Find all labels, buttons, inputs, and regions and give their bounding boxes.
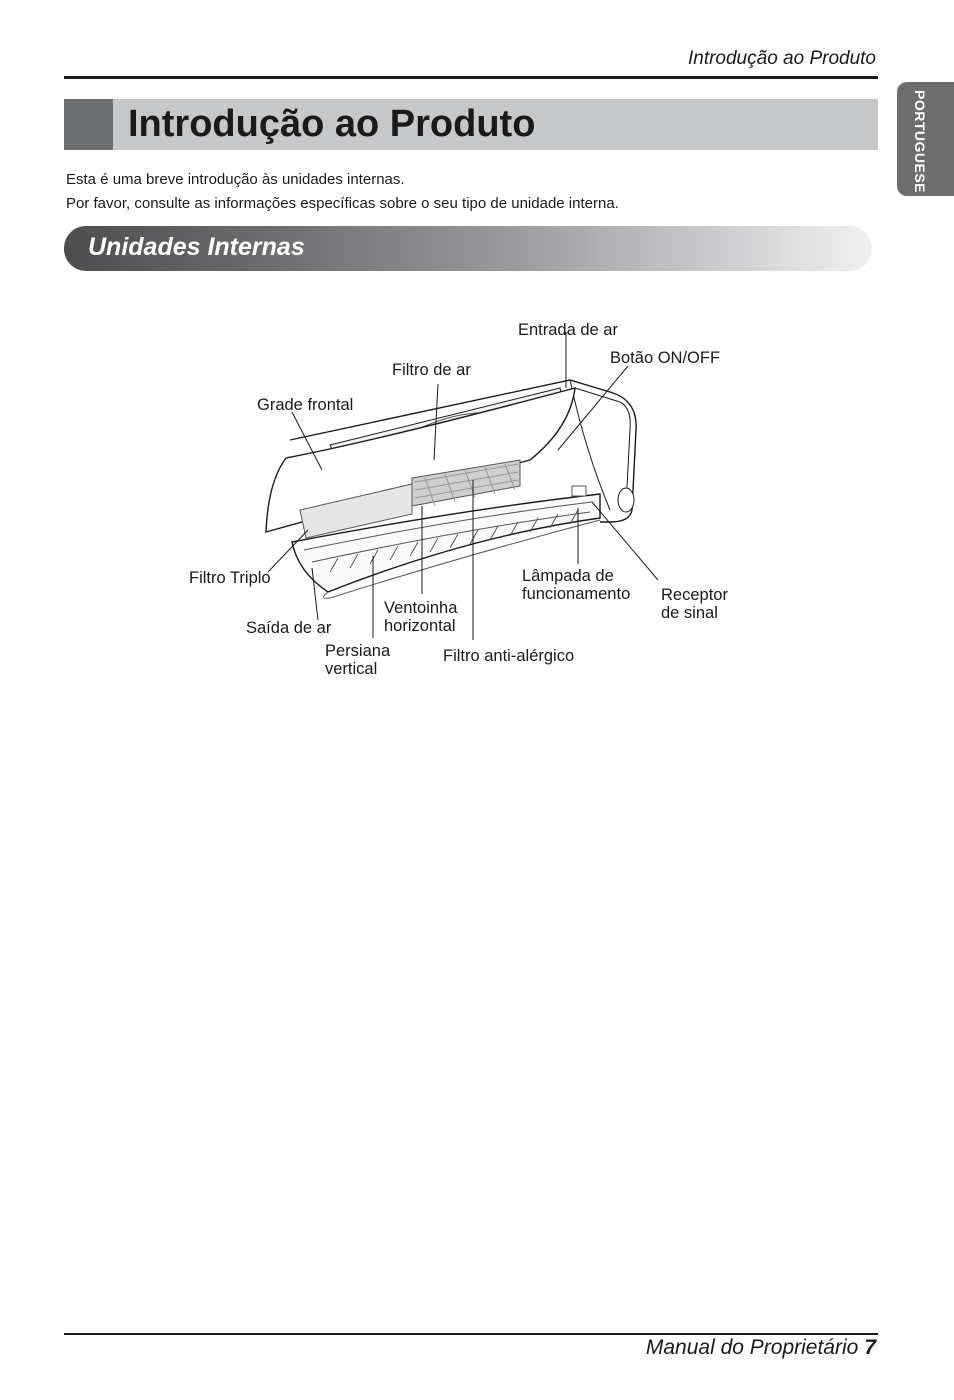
label-vertical-louver: Persiana vertical xyxy=(325,642,390,678)
page-title-bar: Introdução ao Produto xyxy=(64,99,878,150)
footer-rule xyxy=(64,1333,878,1335)
page-title: Introdução ao Produto xyxy=(128,103,536,145)
air-conditioner-illustration xyxy=(265,332,659,640)
label-signal-receiver: Receptor de sinal xyxy=(661,586,728,622)
label-operation-lamp: Lâmpada de funcionamento xyxy=(522,567,630,603)
section-header: Unidades Internas xyxy=(64,226,872,271)
footer-manual-title: Manual do Proprietário xyxy=(645,1336,859,1359)
title-accent-block xyxy=(64,99,113,150)
label-air-filter: Filtro de ar xyxy=(392,361,471,379)
indoor-unit-diagram: Entrada de ar Botão ON/OFF Filtro de ar … xyxy=(180,310,760,690)
running-header: Introdução ao Produto xyxy=(687,48,876,69)
label-air-outlet: Saída de ar xyxy=(246,619,332,637)
label-triple-filter: Filtro Triplo xyxy=(189,569,271,587)
label-vertical-louver-line2: vertical xyxy=(325,660,378,678)
label-front-grille: Grade frontal xyxy=(257,396,354,414)
label-horizontal-vane: Ventoinha horizontal xyxy=(384,599,457,635)
label-air-intake: Entrada de ar xyxy=(518,321,618,339)
label-vertical-louver-line1: Persiana xyxy=(325,642,391,660)
label-horizontal-vane-line1: Ventoinha xyxy=(384,599,458,617)
label-operation-lamp-line1: Lâmpada de xyxy=(522,567,614,585)
language-tab-label: PORTUGUESE xyxy=(912,90,928,194)
label-signal-receiver-line1: Receptor xyxy=(661,586,728,604)
intro-line-2: Por favor, consulte as informações espec… xyxy=(66,195,619,212)
page-number: 7 xyxy=(864,1336,876,1359)
label-signal-receiver-line2: de sinal xyxy=(661,604,718,622)
label-on-off-button: Botão ON/OFF xyxy=(610,349,721,367)
label-operation-lamp-line2: funcionamento xyxy=(522,585,631,603)
label-horizontal-vane-line2: horizontal xyxy=(384,617,456,635)
header-rule xyxy=(64,76,878,79)
intro-line-1: Esta é uma breve introdução às unidades … xyxy=(66,171,405,188)
intro-text: Esta é uma breve introdução às unidades … xyxy=(66,168,619,216)
language-tab: PORTUGUESE xyxy=(897,82,954,196)
label-anti-allergic-filter: Filtro anti-alérgico xyxy=(443,647,575,665)
section-title: Unidades Internas xyxy=(88,233,305,261)
